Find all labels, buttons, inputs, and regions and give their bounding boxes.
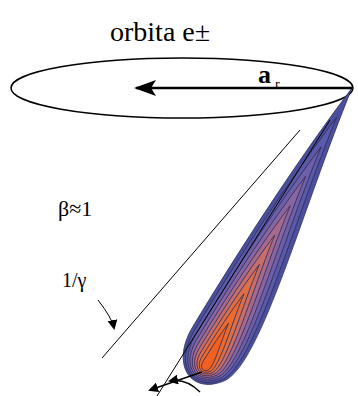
velocity-label: β≈1 (58, 198, 92, 220)
lobe-contour (199, 294, 244, 373)
lobe-contour (183, 88, 352, 384)
angle-arrow (98, 300, 114, 328)
lobe-contour (190, 176, 306, 379)
cone-line (157, 120, 330, 396)
orbit-ellipse (11, 58, 353, 118)
vector-symbol: a (258, 62, 271, 88)
angle-label: 1/γ (62, 270, 86, 290)
acceleration-arrow (136, 87, 352, 90)
cone-line (102, 130, 300, 358)
lobe-contour (202, 323, 229, 370)
lobe-contour (192, 206, 290, 378)
angle-arrow (170, 380, 200, 392)
vector-subscript: r (275, 78, 280, 92)
lobe-contour (195, 235, 275, 376)
lobe-contour (197, 264, 259, 374)
orbit-label: orbita e± (110, 18, 210, 46)
lobe-contour (185, 117, 336, 382)
radiation-lobe (183, 88, 352, 384)
